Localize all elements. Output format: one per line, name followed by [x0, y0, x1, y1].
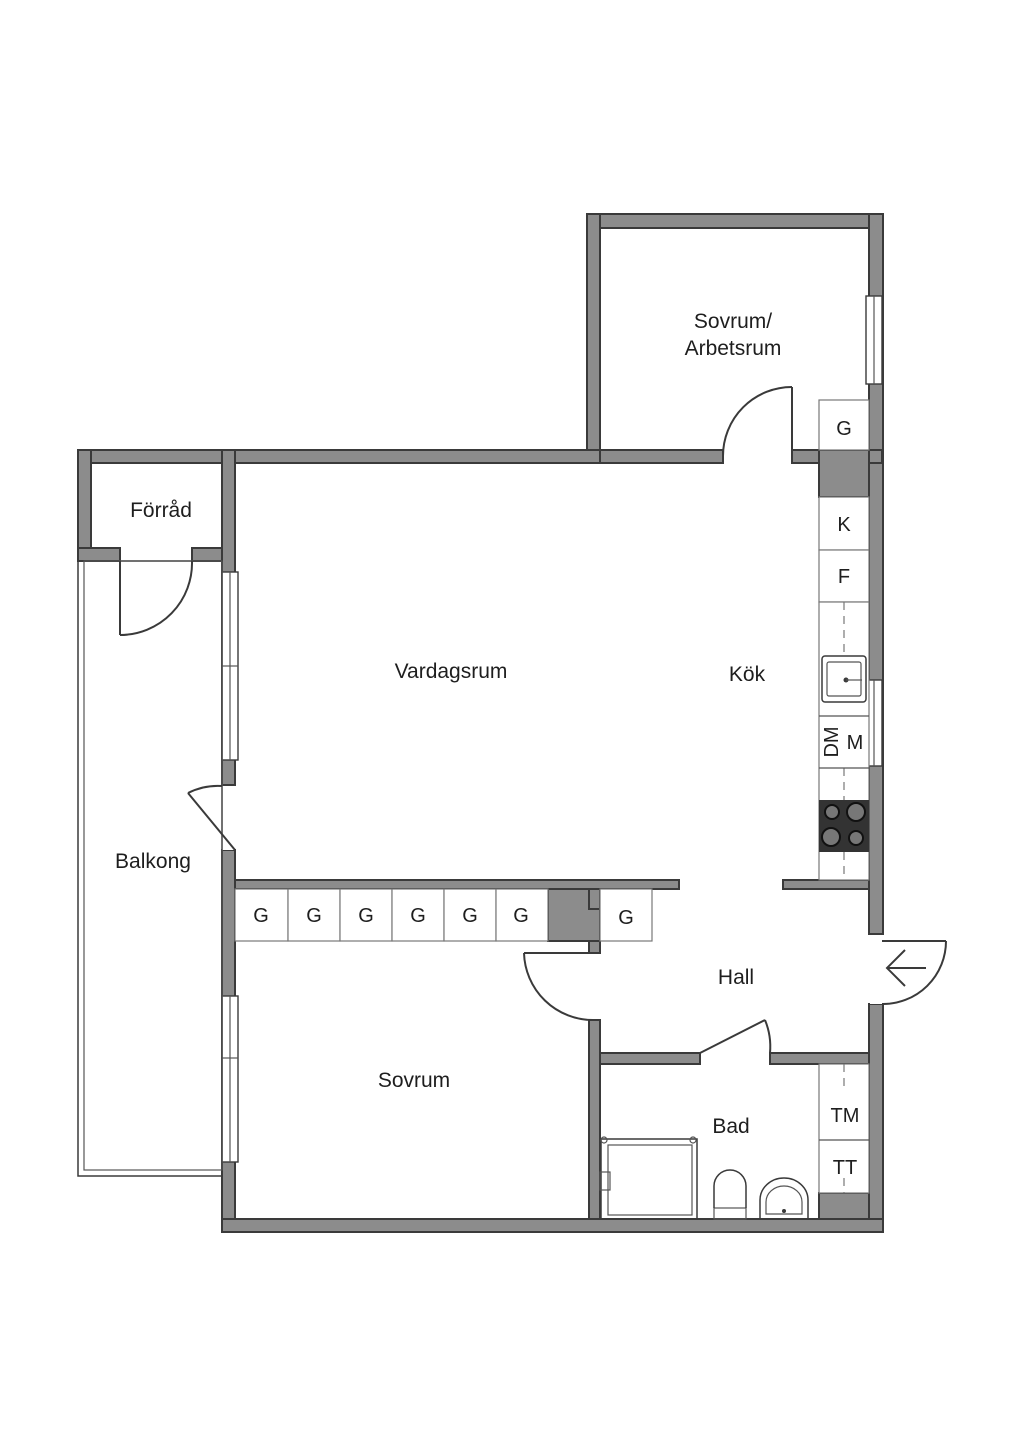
doors: [119, 386, 947, 1054]
room-label-kok: Kök: [729, 663, 766, 686]
microwave-label: M: [847, 732, 864, 754]
room-label-bad: Bad: [712, 1115, 749, 1138]
freezer-label: F: [838, 566, 850, 588]
washbasin-icon: [759, 1177, 809, 1219]
toilet-icon: [713, 1169, 747, 1220]
windows: [221, 295, 883, 1163]
wardrobe-label: G: [410, 905, 426, 927]
bathroom-fixtures: [599, 1063, 870, 1220]
washing-machine-label: TM: [831, 1105, 860, 1127]
wardrobe-label: G: [618, 907, 634, 929]
walls: [77, 213, 884, 1233]
wardrobe-label: G: [253, 905, 269, 927]
balcony-outline: [77, 560, 223, 1177]
fridge-label: K: [837, 514, 851, 536]
dishwasher-label: DM: [821, 726, 843, 757]
wardrobe-label: G: [358, 905, 374, 927]
room-label-forrad: Förråd: [130, 499, 192, 522]
room-label-balkong: Balkong: [115, 850, 191, 873]
room-label-vardagsrum: Vardagsrum: [395, 660, 508, 683]
wardrobe-label: G: [306, 905, 322, 927]
shower-icon: [599, 1136, 698, 1220]
wardrobe-label: G: [513, 905, 529, 927]
room-label-hall: Hall: [718, 966, 754, 989]
room-label-sovrum-arbetsrum-1: Sovrum/: [694, 310, 772, 333]
wardrobe-label: G: [462, 905, 478, 927]
dryer-label: TT: [833, 1157, 857, 1179]
stove-icon: [819, 800, 869, 852]
room-label-sovrum: Sovrum: [378, 1069, 450, 1092]
room-label-sovrum-arbetsrum-2: Arbetsrum: [685, 337, 782, 360]
wardrobe-label: G: [836, 418, 852, 440]
sink-icon: [821, 655, 867, 703]
kitchen-counter: [818, 399, 870, 881]
wardrobes: [234, 888, 653, 942]
